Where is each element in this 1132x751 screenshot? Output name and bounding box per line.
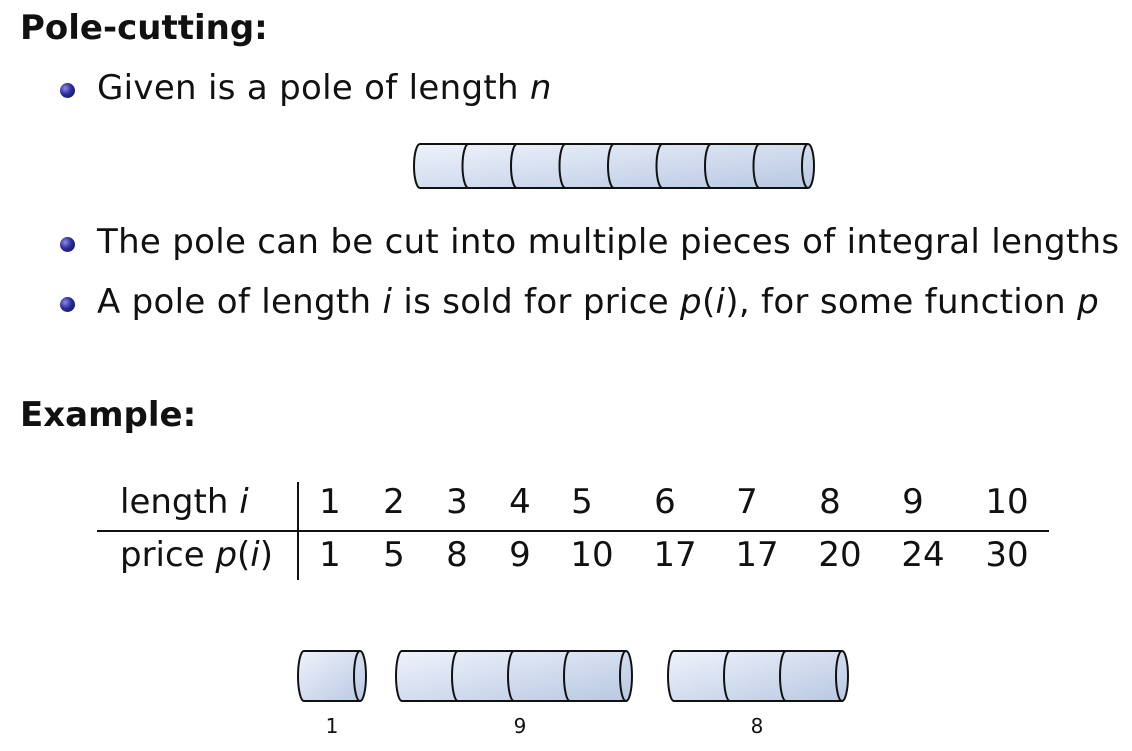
table-cell-price: 9 <box>509 535 531 575</box>
math-var-p: p <box>215 535 238 575</box>
table-cell-price: 1 <box>319 535 341 575</box>
bullet-text: Given is a pole of length <box>97 68 530 108</box>
pole-segment-divider <box>507 650 515 702</box>
bullet-text: , for some function <box>738 282 1078 322</box>
table-cell-length: 1 <box>319 482 341 522</box>
table-cell-price: 8 <box>446 535 468 575</box>
math-paren: ) <box>725 282 739 322</box>
pole-segment-divider <box>704 143 712 189</box>
table-row-label-length: length i <box>120 482 249 522</box>
table-cell-price: 5 <box>383 535 405 575</box>
table-cell-price: 30 <box>985 535 1029 575</box>
pole-segment-divider <box>558 143 566 189</box>
math-var-i: i <box>382 282 393 322</box>
pole-piece <box>395 650 633 702</box>
pole-segment-divider <box>619 650 627 702</box>
table-cell-length: 7 <box>736 482 758 522</box>
pole-body <box>667 650 849 702</box>
piece-price-label: 1 <box>325 714 339 738</box>
table-cell-length: 10 <box>985 482 1029 522</box>
pole-segment-divider <box>752 143 760 189</box>
bullet-text: is sold for price <box>392 282 681 322</box>
table-cell-price: 17 <box>735 535 779 575</box>
table-cell-price: 17 <box>653 535 697 575</box>
pole-segment-divider <box>451 650 459 702</box>
pole-segment-divider <box>461 143 469 189</box>
pole-full <box>413 143 815 189</box>
table-cell-length: 5 <box>571 482 593 522</box>
table-cell-length: 4 <box>509 482 531 522</box>
math-var-i: i <box>250 535 260 575</box>
bullet-price-function: A pole of length i is sold for price p(i… <box>97 282 1099 322</box>
pole-segment-divider <box>353 650 361 702</box>
bullet-icon <box>60 83 75 98</box>
pole-segment-divider <box>563 650 571 702</box>
pole-segment-divider <box>723 650 731 702</box>
math-var-n: n <box>529 68 552 108</box>
math-paren: ( <box>237 535 251 575</box>
table-cell-price: 10 <box>570 535 614 575</box>
pole-segment-divider <box>801 143 809 189</box>
bullet-icon <box>60 297 75 312</box>
pole-segment-divider <box>655 143 663 189</box>
table-cell-length: 3 <box>446 482 468 522</box>
pole-segment-divider <box>779 650 787 702</box>
table-cell-price: 20 <box>818 535 862 575</box>
label-text: length <box>120 482 240 522</box>
bullet-cut-pieces: The pole can be cut into multiple pieces… <box>97 222 1120 262</box>
table-cell-length: 6 <box>654 482 676 522</box>
math-paren: ) <box>259 535 274 575</box>
table-horizontal-rule <box>97 530 1049 532</box>
pole-piece <box>667 650 849 702</box>
math-paren: ( <box>701 282 716 322</box>
math-var-p: p <box>1077 282 1099 322</box>
section-heading-pole-cutting: Pole-cutting: <box>20 8 268 48</box>
pole-body <box>395 650 633 702</box>
table-cell-length: 2 <box>383 482 405 522</box>
pole-segment-divider <box>607 143 615 189</box>
math-var-p: p <box>680 282 702 322</box>
bullet-given-pole: Given is a pole of length n <box>97 68 552 108</box>
bullet-text: A pole of length <box>97 282 383 322</box>
pole-piece <box>297 650 367 702</box>
piece-price-label: 9 <box>513 714 527 738</box>
label-text: price <box>120 535 216 575</box>
section-heading-example: Example: <box>20 395 197 435</box>
pole-segment-divider <box>510 143 518 189</box>
math-var-i: i <box>715 282 726 322</box>
math-var-i: i <box>239 482 249 522</box>
bullet-icon <box>60 237 75 252</box>
pole-segment-divider <box>835 650 843 702</box>
table-cell-length: 9 <box>902 482 924 522</box>
table-cell-length: 8 <box>819 482 841 522</box>
table-row-label-price: price p(i) <box>120 535 273 575</box>
table-cell-price: 24 <box>901 535 945 575</box>
piece-price-label: 8 <box>750 714 764 738</box>
